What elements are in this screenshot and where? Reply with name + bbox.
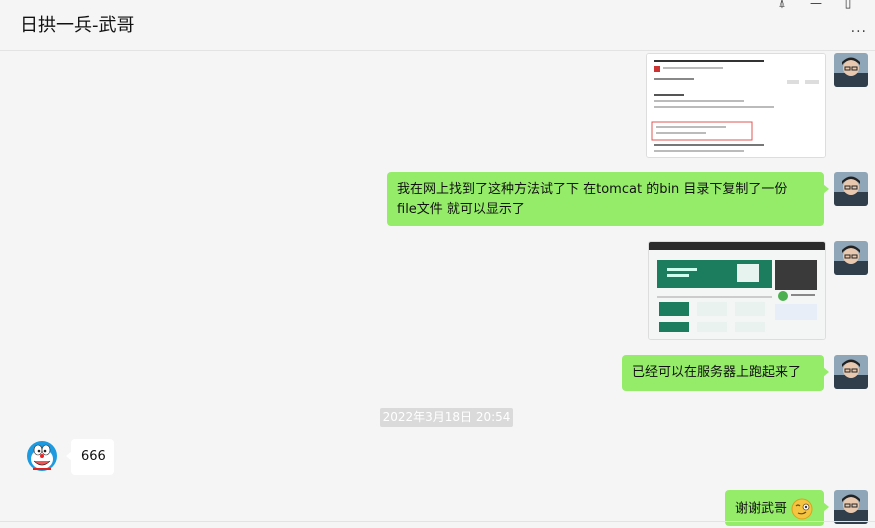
message-bubble-thanks[interactable]: 谢谢武哥 [725, 490, 829, 526]
chat-title: 日拱一兵-武哥 [20, 15, 135, 36]
input-divider [0, 521, 875, 522]
image-message-website[interactable] [648, 241, 826, 340]
my-avatar[interactable] [834, 172, 868, 206]
title-bar: 日拱一兵-武哥 ⍋ — ▯ ··· [0, 0, 875, 51]
my-avatar[interactable] [834, 490, 868, 524]
avatar-portrait-icon [834, 172, 868, 206]
pin-icon[interactable]: ⍋ [778, 0, 786, 10]
avatar-portrait-icon [834, 53, 868, 87]
my-avatar[interactable] [834, 355, 868, 389]
doraemon-avatar-icon [25, 439, 59, 473]
message-text: 谢谢武哥 [735, 501, 788, 517]
avatar-portrait-icon [834, 241, 868, 275]
image-message-article[interactable] [646, 53, 826, 158]
avatar-portrait-icon [834, 490, 868, 524]
message-bubble-server[interactable]: 已经可以在服务器上跑起来了 [622, 355, 829, 391]
message-timestamp: 2022年3月18日 20:54 [380, 408, 513, 427]
more-options-icon[interactable]: ··· [850, 24, 867, 40]
contact-avatar[interactable] [25, 439, 59, 473]
maximize-icon[interactable]: ▯ [844, 0, 852, 10]
message-text-line: file文件 就可以显示了 [397, 202, 525, 217]
message-text: 已经可以在服务器上跑起来了 [632, 365, 802, 380]
message-text: 666 [81, 449, 106, 464]
message-text-line: 我在网上找到了这种方法试了下 在tomcat 的bin 目录下复制了一份 [397, 182, 788, 197]
message-bubble-666[interactable]: 666 [66, 439, 114, 475]
avatar-portrait-icon [834, 355, 868, 389]
my-avatar[interactable] [834, 53, 868, 87]
article-screenshot-thumbnail [647, 54, 825, 157]
message-bubble-tomcat[interactable]: 我在网上找到了这种方法试了下 在tomcat 的bin 目录下复制了一份 fil… [387, 172, 829, 226]
website-screenshot-thumbnail [649, 242, 825, 339]
my-avatar[interactable] [834, 241, 868, 275]
smirk-emoji-icon [791, 498, 813, 520]
minimize-icon[interactable]: — [810, 0, 822, 10]
